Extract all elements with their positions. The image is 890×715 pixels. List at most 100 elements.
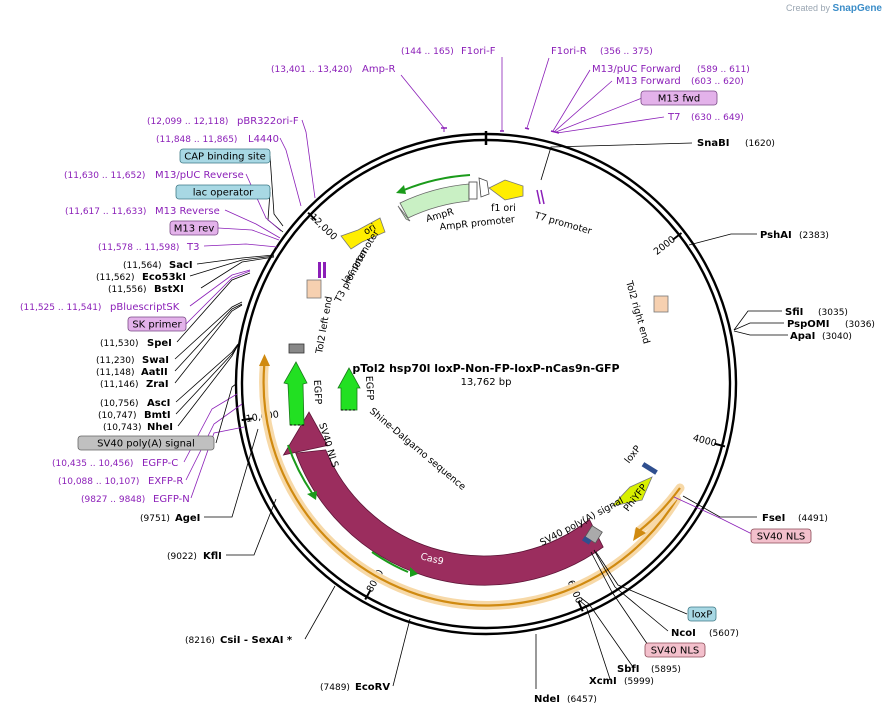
cap-binding-site-box bbox=[179, 148, 271, 164]
sv40-nls-right-box bbox=[750, 528, 812, 544]
l4440-pos: (11,848 .. 11,865) bbox=[156, 135, 237, 145]
orange-arrow-right bbox=[638, 487, 681, 532]
callout-psp-omi bbox=[733, 322, 784, 331]
ncoi-label: NcoI bbox=[671, 628, 696, 639]
callout-m13-rev bbox=[217, 227, 280, 241]
callout-egfp-n bbox=[190, 426, 245, 499]
callout-l4440 bbox=[279, 137, 302, 207]
t7-promoter-label: T7 promoter bbox=[532, 210, 593, 237]
bmti-pos: (10,747) bbox=[98, 411, 137, 421]
callout-sv40-nls-right bbox=[673, 496, 753, 535]
m13-puc-reverse-pos: (11,630 .. 11,652) bbox=[64, 171, 145, 181]
csii-pos: (8216) bbox=[185, 636, 215, 646]
t7-label: T7 bbox=[667, 112, 680, 123]
callout-spei bbox=[176, 272, 251, 343]
callout-m13-forward bbox=[553, 80, 613, 133]
callout-eco53ki bbox=[189, 255, 275, 277]
tick-label: 12,000 bbox=[307, 212, 339, 243]
swai-pos: (11,230) bbox=[96, 356, 135, 366]
sv40-polya-left-label: SV40 poly(A) signal bbox=[97, 439, 195, 450]
f1-ori-label: f1 ori bbox=[491, 203, 516, 214]
exfp-r-label: EXFP-R bbox=[148, 476, 183, 487]
tick-label: 4000 bbox=[692, 433, 718, 450]
t7-pos: (630 .. 649) bbox=[691, 113, 744, 123]
sv40-nls-bottom-label: SV40 NLS bbox=[651, 646, 700, 657]
orange-arrow-left-head bbox=[259, 354, 270, 366]
sbfi-pos: (5895) bbox=[651, 665, 681, 675]
saci-label: SacI bbox=[169, 260, 193, 271]
phiyfp-feature bbox=[610, 476, 653, 507]
callout-sv40-polya-left bbox=[215, 383, 237, 444]
sfii-label: SfiI bbox=[785, 307, 803, 318]
f1-ori-feature bbox=[478, 177, 490, 198]
f1ori-r-label: F1ori-R bbox=[551, 46, 587, 57]
cas9-feature bbox=[295, 449, 604, 586]
asci-label: AscI bbox=[147, 398, 170, 409]
pbluescriptsk-label: pBluescriptSK bbox=[110, 302, 180, 313]
zrai-label: ZraI bbox=[146, 379, 169, 390]
callout-asci bbox=[175, 343, 239, 403]
ampr-direction-arrow bbox=[403, 174, 471, 191]
egfp-c-label: EGFP-C bbox=[142, 458, 178, 469]
callout-swai bbox=[174, 301, 243, 360]
sk-primer-label: SK primer bbox=[132, 320, 182, 331]
kfli-pos: (9022) bbox=[167, 552, 197, 562]
t7-promoter-tick bbox=[536, 189, 541, 205]
plasmid-size: 13,762 bp bbox=[461, 377, 512, 388]
agei-label: AgeI bbox=[175, 513, 200, 524]
kfli-label: KflI bbox=[203, 551, 222, 562]
callout-t3 bbox=[203, 243, 278, 248]
callout-bstxi bbox=[200, 256, 275, 289]
snabi-label: SnaBI bbox=[697, 138, 729, 149]
f1ori-r-site bbox=[524, 127, 530, 130]
csii-sexai-label: CsiI - SexAI * bbox=[220, 635, 293, 646]
aatii-pos: (11,148) bbox=[96, 368, 135, 378]
callout-aatii bbox=[174, 303, 243, 372]
callout-sv40-nls-bottom bbox=[590, 551, 651, 649]
loxp-label: loxP bbox=[692, 610, 713, 621]
callout-pbluescriptsk bbox=[189, 269, 251, 307]
apai-pos: (3040) bbox=[822, 332, 852, 342]
eco53ki-label: Eco53kI bbox=[142, 272, 186, 283]
lac-promoter-block bbox=[306, 279, 322, 299]
callout-sk-primer bbox=[185, 270, 251, 325]
t3-promoter-label: T3 promoter bbox=[332, 247, 370, 305]
m13-rev-box bbox=[169, 220, 219, 236]
m13-rev-label: M13 rev bbox=[174, 224, 215, 235]
orange-inner-arrow bbox=[287, 444, 313, 494]
lac-primer-mark bbox=[318, 262, 321, 278]
callout-apai bbox=[733, 330, 788, 336]
egfp-n-label: EGFP-N bbox=[153, 494, 190, 505]
sfii-pos: (3035) bbox=[818, 308, 848, 318]
tol2-left-end-block bbox=[288, 343, 305, 354]
t3-label: T3 bbox=[186, 242, 199, 253]
egfp-right-label: EGFP bbox=[363, 376, 375, 401]
pbluescriptsk-pos: (11,525 .. 11,541) bbox=[20, 303, 101, 313]
m13-fwd-label: M13 fwd bbox=[658, 94, 700, 105]
ndei-pos: (6457) bbox=[567, 695, 597, 705]
callout-fsei bbox=[682, 495, 757, 518]
amp-r-label: Amp-R bbox=[362, 64, 396, 75]
egfp-n-pos: (9827 .. 9848) bbox=[81, 495, 145, 505]
lac-operator-box bbox=[175, 184, 271, 200]
cas9-inner-arrow-head bbox=[410, 567, 418, 577]
asci-pos: (10,756) bbox=[100, 399, 139, 409]
callout-zrai bbox=[174, 304, 243, 384]
f1ori-r-pos: (356 .. 375) bbox=[600, 47, 653, 57]
shine-dalgarno-label: Shine-Dalgarno sequence bbox=[367, 406, 468, 493]
fsei-pos: (4491) bbox=[798, 514, 828, 524]
callout-m13-puc-forward bbox=[552, 69, 591, 132]
callout-csii bbox=[304, 585, 336, 640]
bstxi-pos: (11,556) bbox=[108, 285, 147, 295]
saci-pos: (11,564) bbox=[123, 261, 162, 271]
callout-sfii bbox=[733, 310, 782, 331]
egfp-c-pos: (10,435 .. 10,456) bbox=[52, 459, 133, 469]
fsei-label: FseI bbox=[762, 513, 785, 524]
sv40-nls-right-label: SV40 NLS bbox=[757, 532, 806, 543]
f1ori-f-pos: (144 .. 165) bbox=[401, 47, 454, 57]
callout-amp-r bbox=[400, 74, 445, 129]
ecorv-pos: (7489) bbox=[320, 683, 350, 693]
loxp-block-right bbox=[641, 462, 658, 475]
eco53ki-pos: (11,562) bbox=[96, 273, 135, 283]
